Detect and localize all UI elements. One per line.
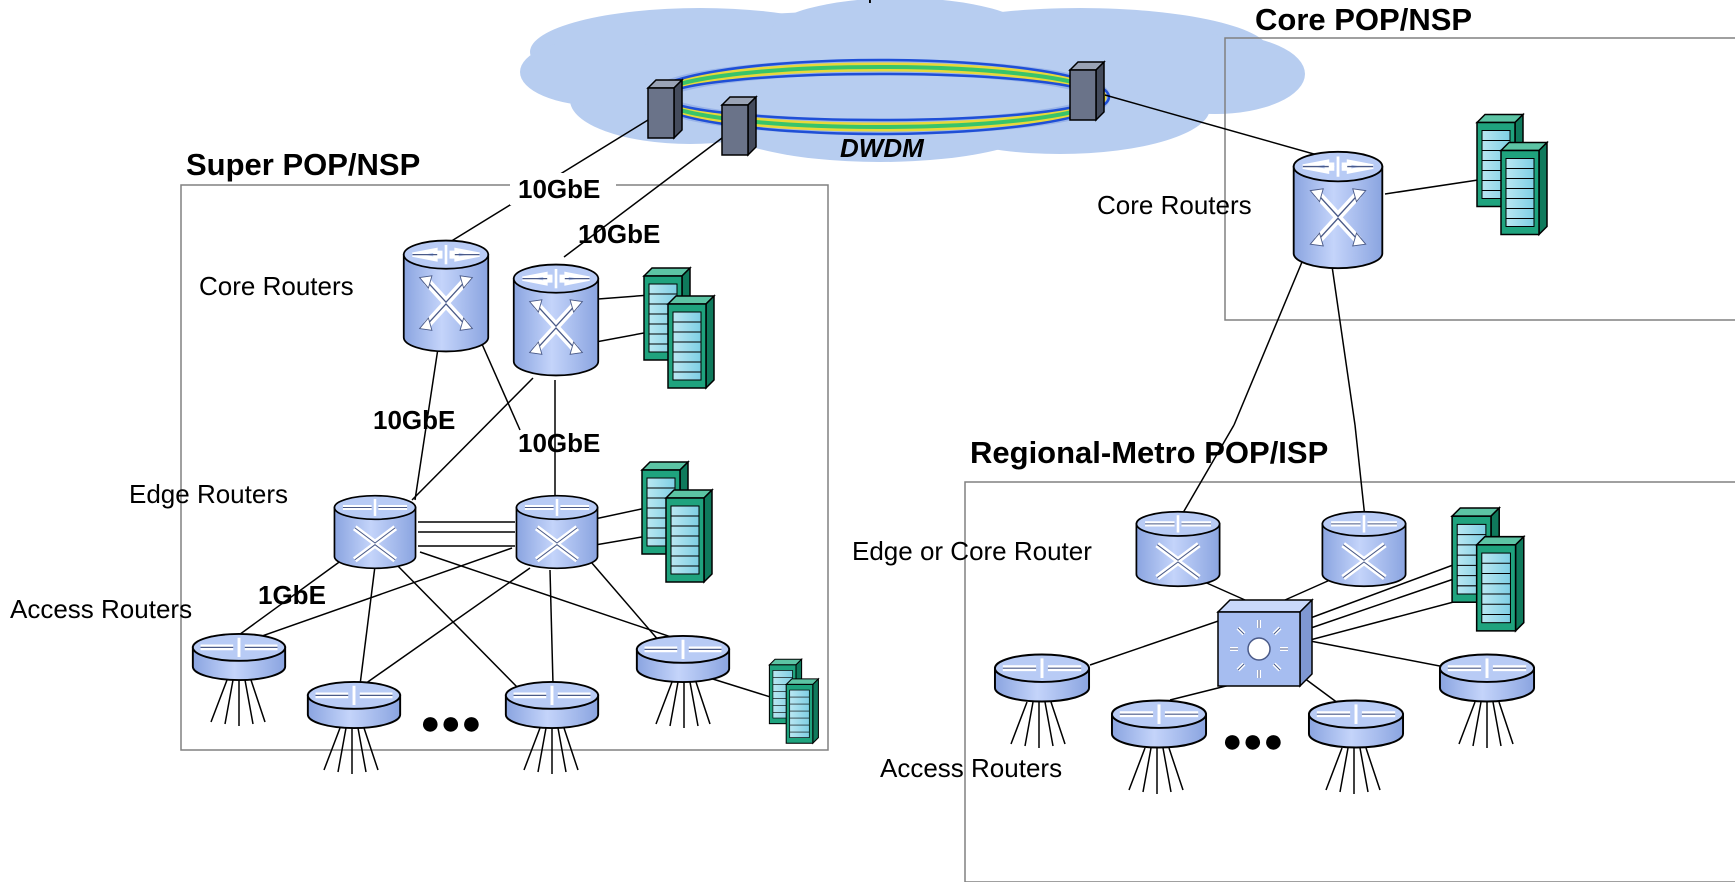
link-label-10gbe-a: 10GbE <box>518 174 600 204</box>
link-label-1gbe: 1GbE <box>258 580 326 610</box>
super-access-router-2 <box>308 682 400 728</box>
super-access-router-4 <box>637 636 729 682</box>
regional-access-router-2 <box>1112 700 1206 747</box>
label-edge-routers: Edge Routers <box>129 479 288 509</box>
access-legs-1 <box>210 679 266 727</box>
regional-switch <box>1216 598 1314 688</box>
dwdm-node-3 <box>1069 61 1105 121</box>
ellipsis-left: ●●● <box>420 704 482 742</box>
regional-access-router-4 <box>1440 654 1534 701</box>
regional-access-legs-3 <box>1325 747 1381 795</box>
label-edge-or-core-router: Edge or Core Router <box>852 536 1092 566</box>
regional-access-legs-2 <box>1128 747 1184 795</box>
label-access-routers-right: Access Routers <box>880 753 1062 783</box>
regional-edge-router-1 <box>1136 512 1219 587</box>
core-pop-title: Core POP/NSP <box>1255 2 1472 37</box>
regional-edge-router-2 <box>1322 512 1405 587</box>
super-pop-box <box>180 184 829 751</box>
dwdm-label: DWDM <box>840 133 925 163</box>
regional-access-legs-1 <box>1010 701 1066 749</box>
access-legs-3 <box>523 727 579 775</box>
super-edge-servers <box>641 461 713 583</box>
core-pop-servers <box>1476 113 1548 236</box>
regional-access-router-1 <box>995 654 1089 701</box>
access-legs-4 <box>655 681 711 729</box>
access-legs-2 <box>323 727 379 775</box>
regional-servers <box>1451 507 1525 632</box>
links <box>231 94 1481 713</box>
label-core-routers-left: Core Routers <box>199 271 354 301</box>
label-access-routers-left: Access Routers <box>10 594 192 624</box>
dwdm-node-1 <box>647 79 683 139</box>
core-pop-router <box>1294 152 1383 268</box>
core-pop-box <box>1224 37 1735 321</box>
super-core-router-1 <box>404 241 488 352</box>
link-label-10gbe-c: 10GbE <box>373 405 455 435</box>
super-edge-router-2 <box>516 496 597 569</box>
regional-access-legs-4 <box>1458 701 1514 749</box>
super-access-router-3 <box>506 682 598 728</box>
super-access-router-1 <box>193 634 285 680</box>
super-pop-title: Super POP/NSP <box>186 147 420 182</box>
regional-pop-box <box>964 481 1735 882</box>
dwdm-node-2 <box>721 96 757 156</box>
label-core-routers-right: Core Routers <box>1097 190 1252 220</box>
link-label-bg <box>510 173 616 205</box>
super-edge-router-1 <box>334 496 415 569</box>
regional-access-router-3 <box>1309 700 1403 747</box>
regional-pop-title: Regional-Metro POP/ISP <box>970 435 1328 470</box>
super-core-router-2 <box>514 265 598 376</box>
super-core-servers <box>643 267 715 389</box>
super-access-servers <box>768 658 819 744</box>
link-label-10gbe-b: 10GbE <box>578 219 660 249</box>
link-label-10gbe-d: 10GbE <box>518 428 600 458</box>
top-partial-label: l <box>868 0 873 8</box>
ellipsis-right: ●●● <box>1222 722 1284 760</box>
